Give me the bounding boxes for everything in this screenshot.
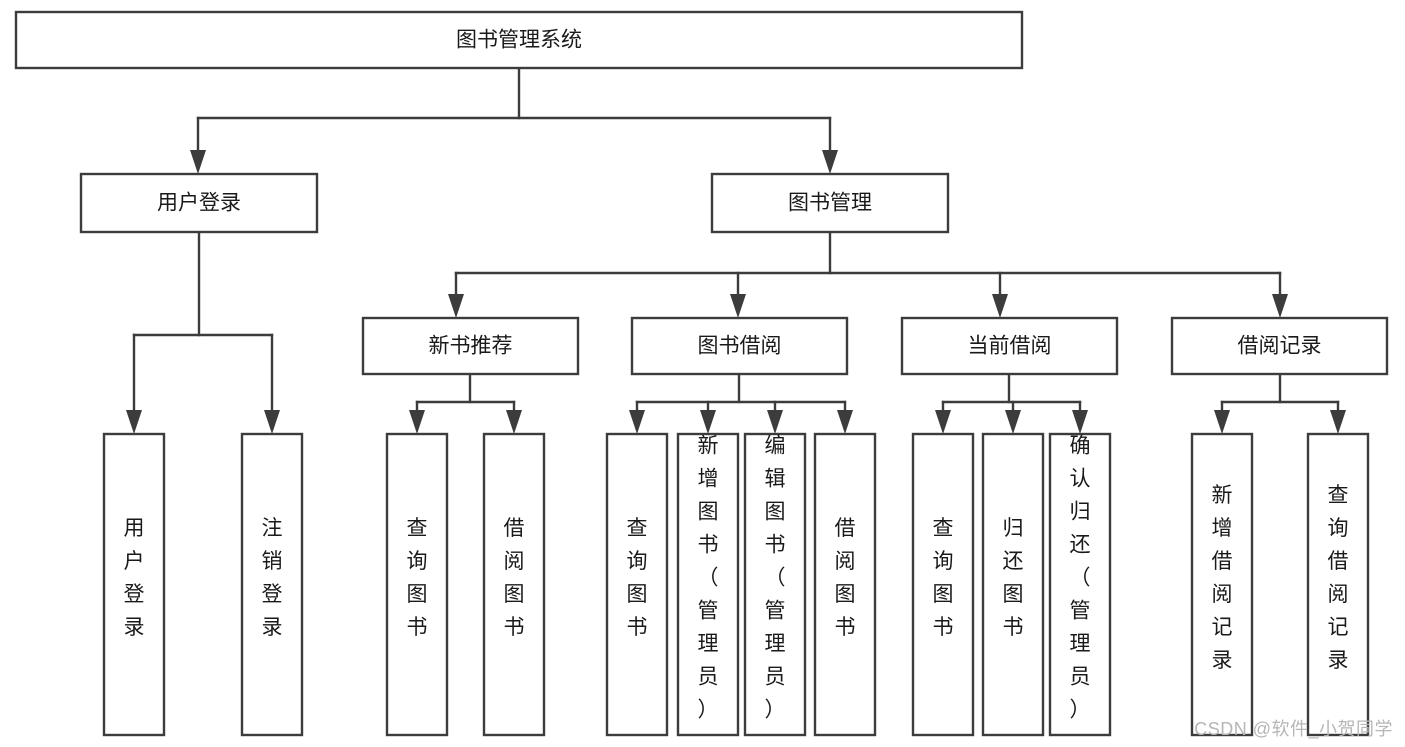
arrow-head-icon — [935, 410, 951, 434]
node-leaf-confirm-return[interactable]: 确认归还（管理员） — [1048, 432, 1112, 737]
node-label-leaf-logout: 注销登录 — [262, 517, 283, 639]
node-leaf-borrow-book-2[interactable]: 借阅图书 — [813, 432, 877, 737]
node-box-user-login[interactable] — [79, 172, 319, 234]
arrow-head-icon — [992, 294, 1008, 318]
node-label-leaf-edit-book: 编辑图书（管理员） — [765, 435, 786, 722]
node-leaf-borrow-book-1[interactable]: 借阅图书 — [482, 432, 546, 737]
node-label-current-borrow: 当前借阅 — [968, 335, 1052, 358]
node-box-leaf-query-book-2[interactable] — [605, 432, 669, 737]
node-box-leaf-borrow-book-2[interactable] — [813, 432, 877, 737]
node-leaf-query-book-1[interactable]: 查询图书 — [385, 432, 449, 737]
node-label-leaf-add-record: 新增借阅记录 — [1212, 484, 1233, 672]
node-box-leaf-user-login[interactable] — [102, 432, 166, 737]
arrow-head-icon — [837, 410, 853, 434]
arrow-head-icon — [264, 410, 280, 434]
arrow-head-icon — [1272, 294, 1288, 318]
edge-bookborrow-to-leaves — [629, 372, 853, 434]
node-leaf-edit-book[interactable]: 编辑图书（管理员） — [743, 432, 807, 737]
arrow-head-icon — [1005, 410, 1021, 434]
node-new-book-recommend[interactable]: 新书推荐 — [361, 316, 580, 376]
arrow-head-icon — [767, 410, 783, 434]
arrow-head-icon — [190, 150, 206, 174]
node-label-leaf-query-record: 查询借阅记录 — [1328, 484, 1349, 672]
edge-bookmanage-to-level2 — [448, 230, 1288, 318]
node-box-leaf-borrow-book-1[interactable] — [482, 432, 546, 737]
edge-userlogin-to-leaves — [126, 230, 280, 434]
node-box-borrow-record[interactable] — [1170, 316, 1389, 376]
node-label-leaf-borrow-book-2: 借阅图书 — [835, 517, 856, 639]
arrow-head-icon — [700, 410, 716, 434]
node-box-book-manage[interactable] — [710, 172, 950, 234]
node-box-leaf-query-book-1[interactable] — [385, 432, 449, 737]
arrow-head-icon — [822, 150, 838, 174]
node-label-user-login: 用户登录 — [157, 192, 241, 215]
node-box-root[interactable] — [14, 10, 1024, 70]
node-box-leaf-logout[interactable] — [240, 432, 304, 737]
edge-root-to-level1 — [190, 66, 838, 174]
node-label-leaf-confirm-return: 确认归还（管理员） — [1070, 435, 1091, 722]
node-label-borrow-record: 借阅记录 — [1238, 335, 1322, 358]
arrow-head-icon — [1072, 410, 1088, 434]
node-label-book-manage: 图书管理 — [788, 192, 872, 215]
node-box-leaf-edit-book[interactable] — [743, 432, 807, 737]
node-box-new-book-recommend[interactable] — [361, 316, 580, 376]
arrow-head-icon — [448, 294, 464, 318]
node-label-leaf-query-book-1: 查询图书 — [407, 517, 428, 639]
arrow-head-icon — [126, 410, 142, 434]
node-leaf-logout[interactable]: 注销登录 — [240, 432, 304, 737]
node-box-book-borrow[interactable] — [630, 316, 849, 376]
node-leaf-query-record[interactable]: 查询借阅记录 — [1306, 432, 1370, 737]
node-current-borrow[interactable]: 当前借阅 — [900, 316, 1119, 376]
edge-borrowrecord-to-leaves — [1214, 372, 1346, 434]
arrow-head-icon — [629, 410, 645, 434]
node-box-leaf-add-book[interactable] — [676, 432, 740, 737]
node-label-leaf-add-book: 新增图书（管理员） — [698, 435, 719, 722]
node-leaf-add-book[interactable]: 新增图书（管理员） — [676, 432, 740, 737]
node-label-new-book-recommend: 新书推荐 — [429, 335, 513, 358]
node-leaf-return-book[interactable]: 归还图书 — [981, 432, 1045, 737]
node-label-leaf-borrow-book-1: 借阅图书 — [504, 517, 525, 639]
arrow-head-icon — [409, 410, 425, 434]
node-box-leaf-add-record[interactable] — [1190, 432, 1254, 737]
node-box-leaf-query-record[interactable] — [1306, 432, 1370, 737]
arrow-head-icon — [1214, 410, 1230, 434]
node-label-leaf-return-book: 归还图书 — [1003, 517, 1024, 639]
node-leaf-add-record[interactable]: 新增借阅记录 — [1190, 432, 1254, 737]
node-label-leaf-query-book-2: 查询图书 — [627, 517, 648, 639]
node-label-root: 图书管理系统 — [456, 29, 582, 52]
edge-newbook-to-leaves — [409, 372, 522, 434]
arrow-head-icon — [1330, 410, 1346, 434]
arrow-head-icon — [730, 294, 746, 318]
arrow-head-icon — [506, 410, 522, 434]
node-leaf-query-book-2[interactable]: 查询图书 — [605, 432, 669, 737]
node-root[interactable]: 图书管理系统 — [14, 10, 1024, 70]
node-box-leaf-query-book-3[interactable] — [911, 432, 975, 737]
node-leaf-query-book-3[interactable]: 查询图书 — [911, 432, 975, 737]
node-user-login[interactable]: 用户登录 — [79, 172, 319, 234]
node-label-book-borrow: 图书借阅 — [698, 335, 782, 358]
node-label-leaf-user-login: 用户登录 — [124, 517, 145, 639]
edge-currentborrow-to-leaves — [935, 372, 1088, 434]
node-borrow-record[interactable]: 借阅记录 — [1170, 316, 1389, 376]
node-box-current-borrow[interactable] — [900, 316, 1119, 376]
node-box-leaf-confirm-return[interactable] — [1048, 432, 1112, 737]
node-leaf-user-login[interactable]: 用户登录 — [102, 432, 166, 737]
node-book-manage[interactable]: 图书管理 — [710, 172, 950, 234]
node-label-leaf-query-book-3: 查询图书 — [933, 517, 954, 639]
node-book-borrow[interactable]: 图书借阅 — [630, 316, 849, 376]
node-box-leaf-return-book[interactable] — [981, 432, 1045, 737]
